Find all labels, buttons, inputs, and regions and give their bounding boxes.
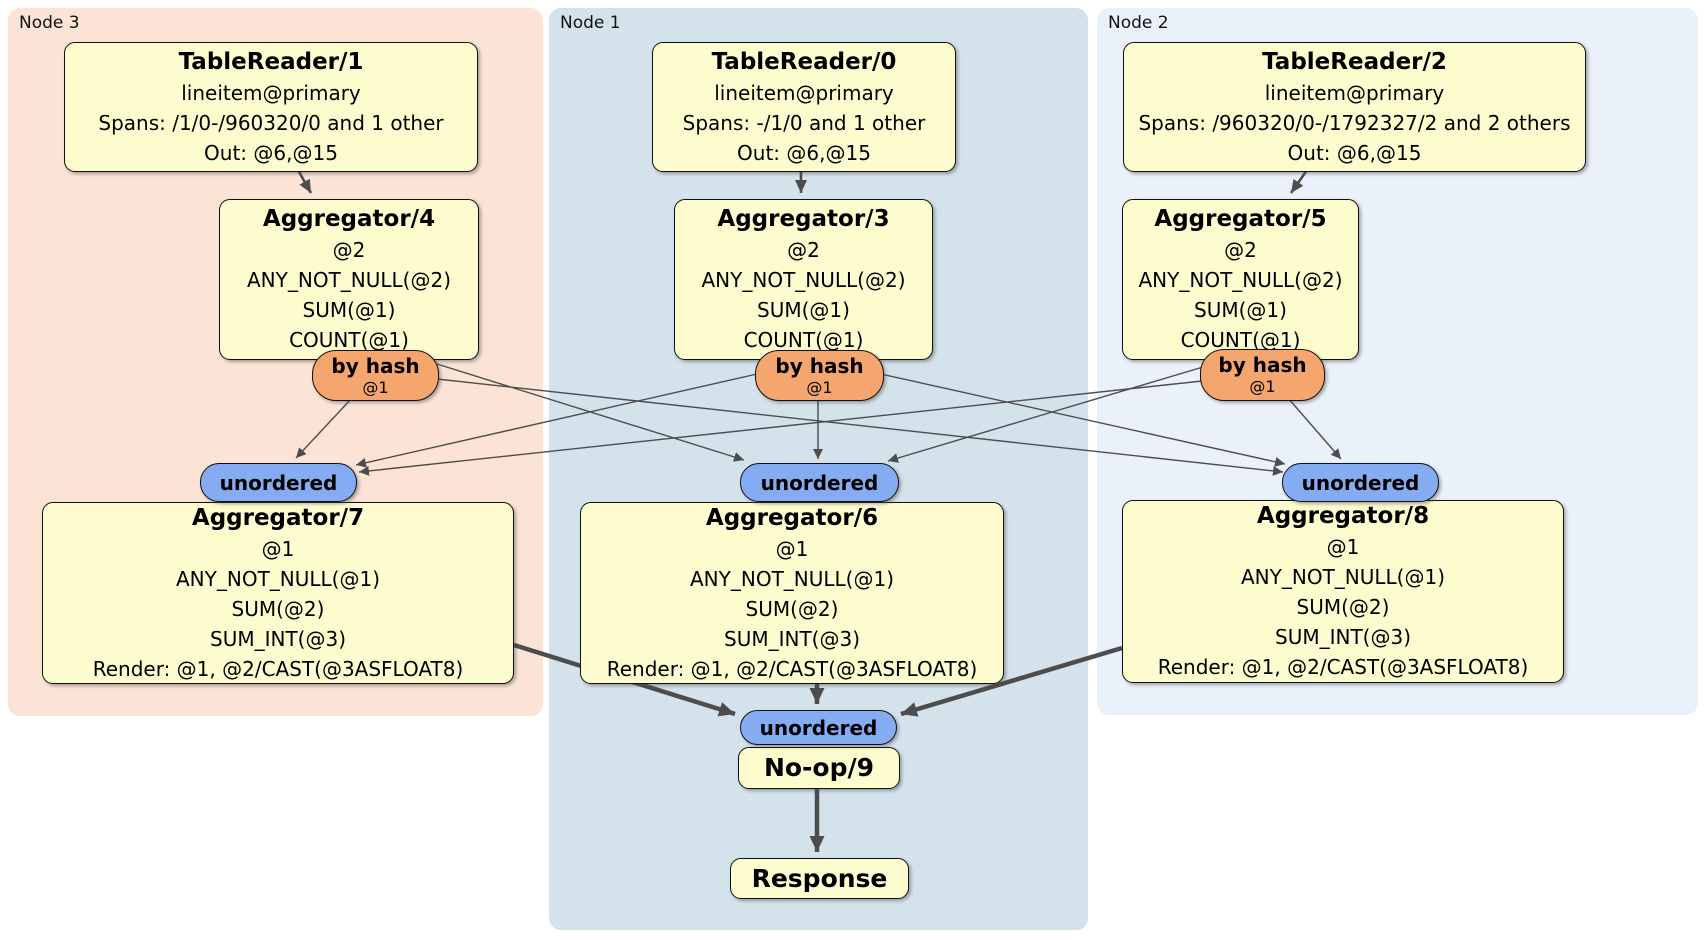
edge-byhash3-u2: [880, 373, 1286, 467]
node-detail: @1: [1326, 535, 1360, 559]
router-by-hash-node2: by hash @1: [1200, 349, 1325, 401]
sync-label: unordered: [760, 470, 879, 495]
region-label-node2: Node 2: [1108, 13, 1169, 33]
node-title: Aggregator/7: [191, 504, 365, 531]
router-by-hash-node1: by hash @1: [755, 350, 884, 401]
node-detail: SUM(@1): [757, 298, 850, 322]
node-detail: SUM_INT(@3): [210, 626, 346, 651]
edge-tr1-ag4: [296, 169, 313, 194]
node-detail: Spans: /1/0-/960320/0 and 1 other: [98, 110, 444, 135]
router-detail: @1: [362, 377, 389, 397]
node-title: TableReader/1: [178, 48, 364, 75]
node-detail: lineitem@primary: [1264, 80, 1445, 105]
edge-byhash4-u3: [295, 397, 353, 459]
edge-byhash5-u2: [1287, 397, 1342, 460]
router-label: by hash: [775, 353, 864, 378]
node-detail: @2: [1224, 238, 1257, 262]
node-title: Aggregator/8: [1256, 503, 1430, 529]
node-tablereader-2: TableReader/2 lineitem@primary Spans: /9…: [1123, 42, 1586, 172]
node-detail: ANY_NOT_NULL(@1): [176, 566, 380, 591]
node-detail: Out: @6,@15: [1287, 140, 1422, 165]
node-detail: lineitem@primary: [714, 80, 894, 105]
sync-label: unordered: [219, 470, 338, 495]
node-detail: SUM(@1): [302, 298, 396, 322]
node-aggregator-4: Aggregator/4 @2 ANY_NOT_NULL(@2) SUM(@1)…: [219, 199, 479, 360]
node-detail: SUM(@2): [231, 596, 325, 621]
node-detail: Spans: -/1/0 and 1 other: [682, 110, 926, 135]
region-label-node3: Node 3: [19, 13, 80, 33]
node-title: TableReader/2: [1262, 48, 1447, 75]
node-detail: Render: @1, @2/CAST(@3ASFLOAT8): [92, 656, 464, 681]
router-detail: @1: [1249, 377, 1276, 396]
sync-label: unordered: [1301, 470, 1420, 495]
node-title: Response: [751, 863, 888, 893]
node-tablereader-0: TableReader/0 lineitem@primary Spans: -/…: [652, 42, 956, 172]
node-response: Response: [730, 858, 909, 899]
node-detail: SUM_INT(@3): [724, 626, 860, 651]
node-detail: @2: [787, 238, 820, 262]
node-detail: SUM(@1): [1194, 298, 1287, 322]
node-noop-9: No-op/9: [738, 747, 900, 789]
node-title: No-op/9: [763, 753, 875, 782]
region-label-node1: Node 1: [560, 13, 621, 33]
node-detail: ANY_NOT_NULL(@1): [690, 566, 894, 591]
node-detail: COUNT(@1): [1180, 328, 1301, 352]
node-detail: Render: @1, @2/CAST(@3ASFLOAT8): [606, 656, 978, 681]
node-aggregator-6: Aggregator/6 @1 ANY_NOT_NULL(@1) SUM(@2)…: [580, 502, 1004, 684]
sync-unordered-node2: unordered: [1282, 463, 1439, 502]
node-detail: ANY_NOT_NULL(@1): [1241, 565, 1445, 589]
sync-unordered-node1: unordered: [740, 463, 899, 502]
node-detail: @1: [261, 536, 295, 561]
edge-ag8-final: [900, 645, 1123, 717]
sync-unordered-final: unordered: [740, 710, 897, 745]
node-title: TableReader/0: [711, 48, 897, 75]
router-label: by hash: [1218, 353, 1307, 377]
node-title: Aggregator/5: [1154, 206, 1327, 232]
node-detail: COUNT(@1): [743, 328, 864, 352]
sync-unordered-node3: unordered: [200, 463, 357, 502]
edge-byhash4-u2: [436, 378, 1284, 476]
node-aggregator-5: Aggregator/5 @2 ANY_NOT_NULL(@2) SUM(@1)…: [1122, 199, 1359, 360]
edge-tr2-ag5: [1289, 169, 1309, 194]
node-detail: @1: [775, 536, 809, 561]
node-detail: lineitem@primary: [181, 80, 361, 105]
node-detail: ANY_NOT_NULL(@2): [701, 268, 906, 292]
node-detail: ANY_NOT_NULL(@2): [247, 268, 451, 292]
node-title: Aggregator/3: [717, 206, 890, 232]
node-detail: SUM(@2): [745, 596, 839, 621]
edge-byhash3-u3: [355, 373, 758, 468]
router-label: by hash: [331, 353, 420, 378]
node-detail: Out: @6,@15: [737, 140, 871, 165]
router-detail: @1: [806, 377, 833, 397]
node-title: Aggregator/4: [262, 206, 436, 232]
edge-byhash5-u3: [358, 380, 1203, 476]
node-aggregator-3: Aggregator/3 @2 ANY_NOT_NULL(@2) SUM(@1)…: [674, 199, 933, 360]
router-by-hash-node3: by hash @1: [312, 350, 439, 401]
node-aggregator-7: Aggregator/7 @1 ANY_NOT_NULL(@1) SUM(@2)…: [42, 502, 514, 684]
node-aggregator-8: Aggregator/8 @1 ANY_NOT_NULL(@1) SUM(@2)…: [1122, 500, 1564, 683]
sync-label: unordered: [759, 715, 878, 740]
node-detail: COUNT(@1): [289, 328, 409, 352]
node-detail: Out: @6,@15: [204, 140, 338, 165]
edge-byhash5-u1: [887, 366, 1204, 463]
node-detail: ANY_NOT_NULL(@2): [1138, 268, 1343, 292]
node-detail: SUM(@2): [1296, 595, 1390, 619]
node-detail: @2: [332, 238, 366, 262]
node-detail: Render: @1, @2/CAST(@3ASFLOAT8): [1157, 655, 1529, 679]
node-title: Aggregator/6: [705, 504, 879, 531]
node-tablereader-1: TableReader/1 lineitem@primary Spans: /1…: [64, 42, 478, 172]
node-detail: SUM_INT(@3): [1275, 625, 1411, 649]
node-detail: Spans: /960320/0-/1792327/2 and 2 others: [1138, 110, 1571, 135]
